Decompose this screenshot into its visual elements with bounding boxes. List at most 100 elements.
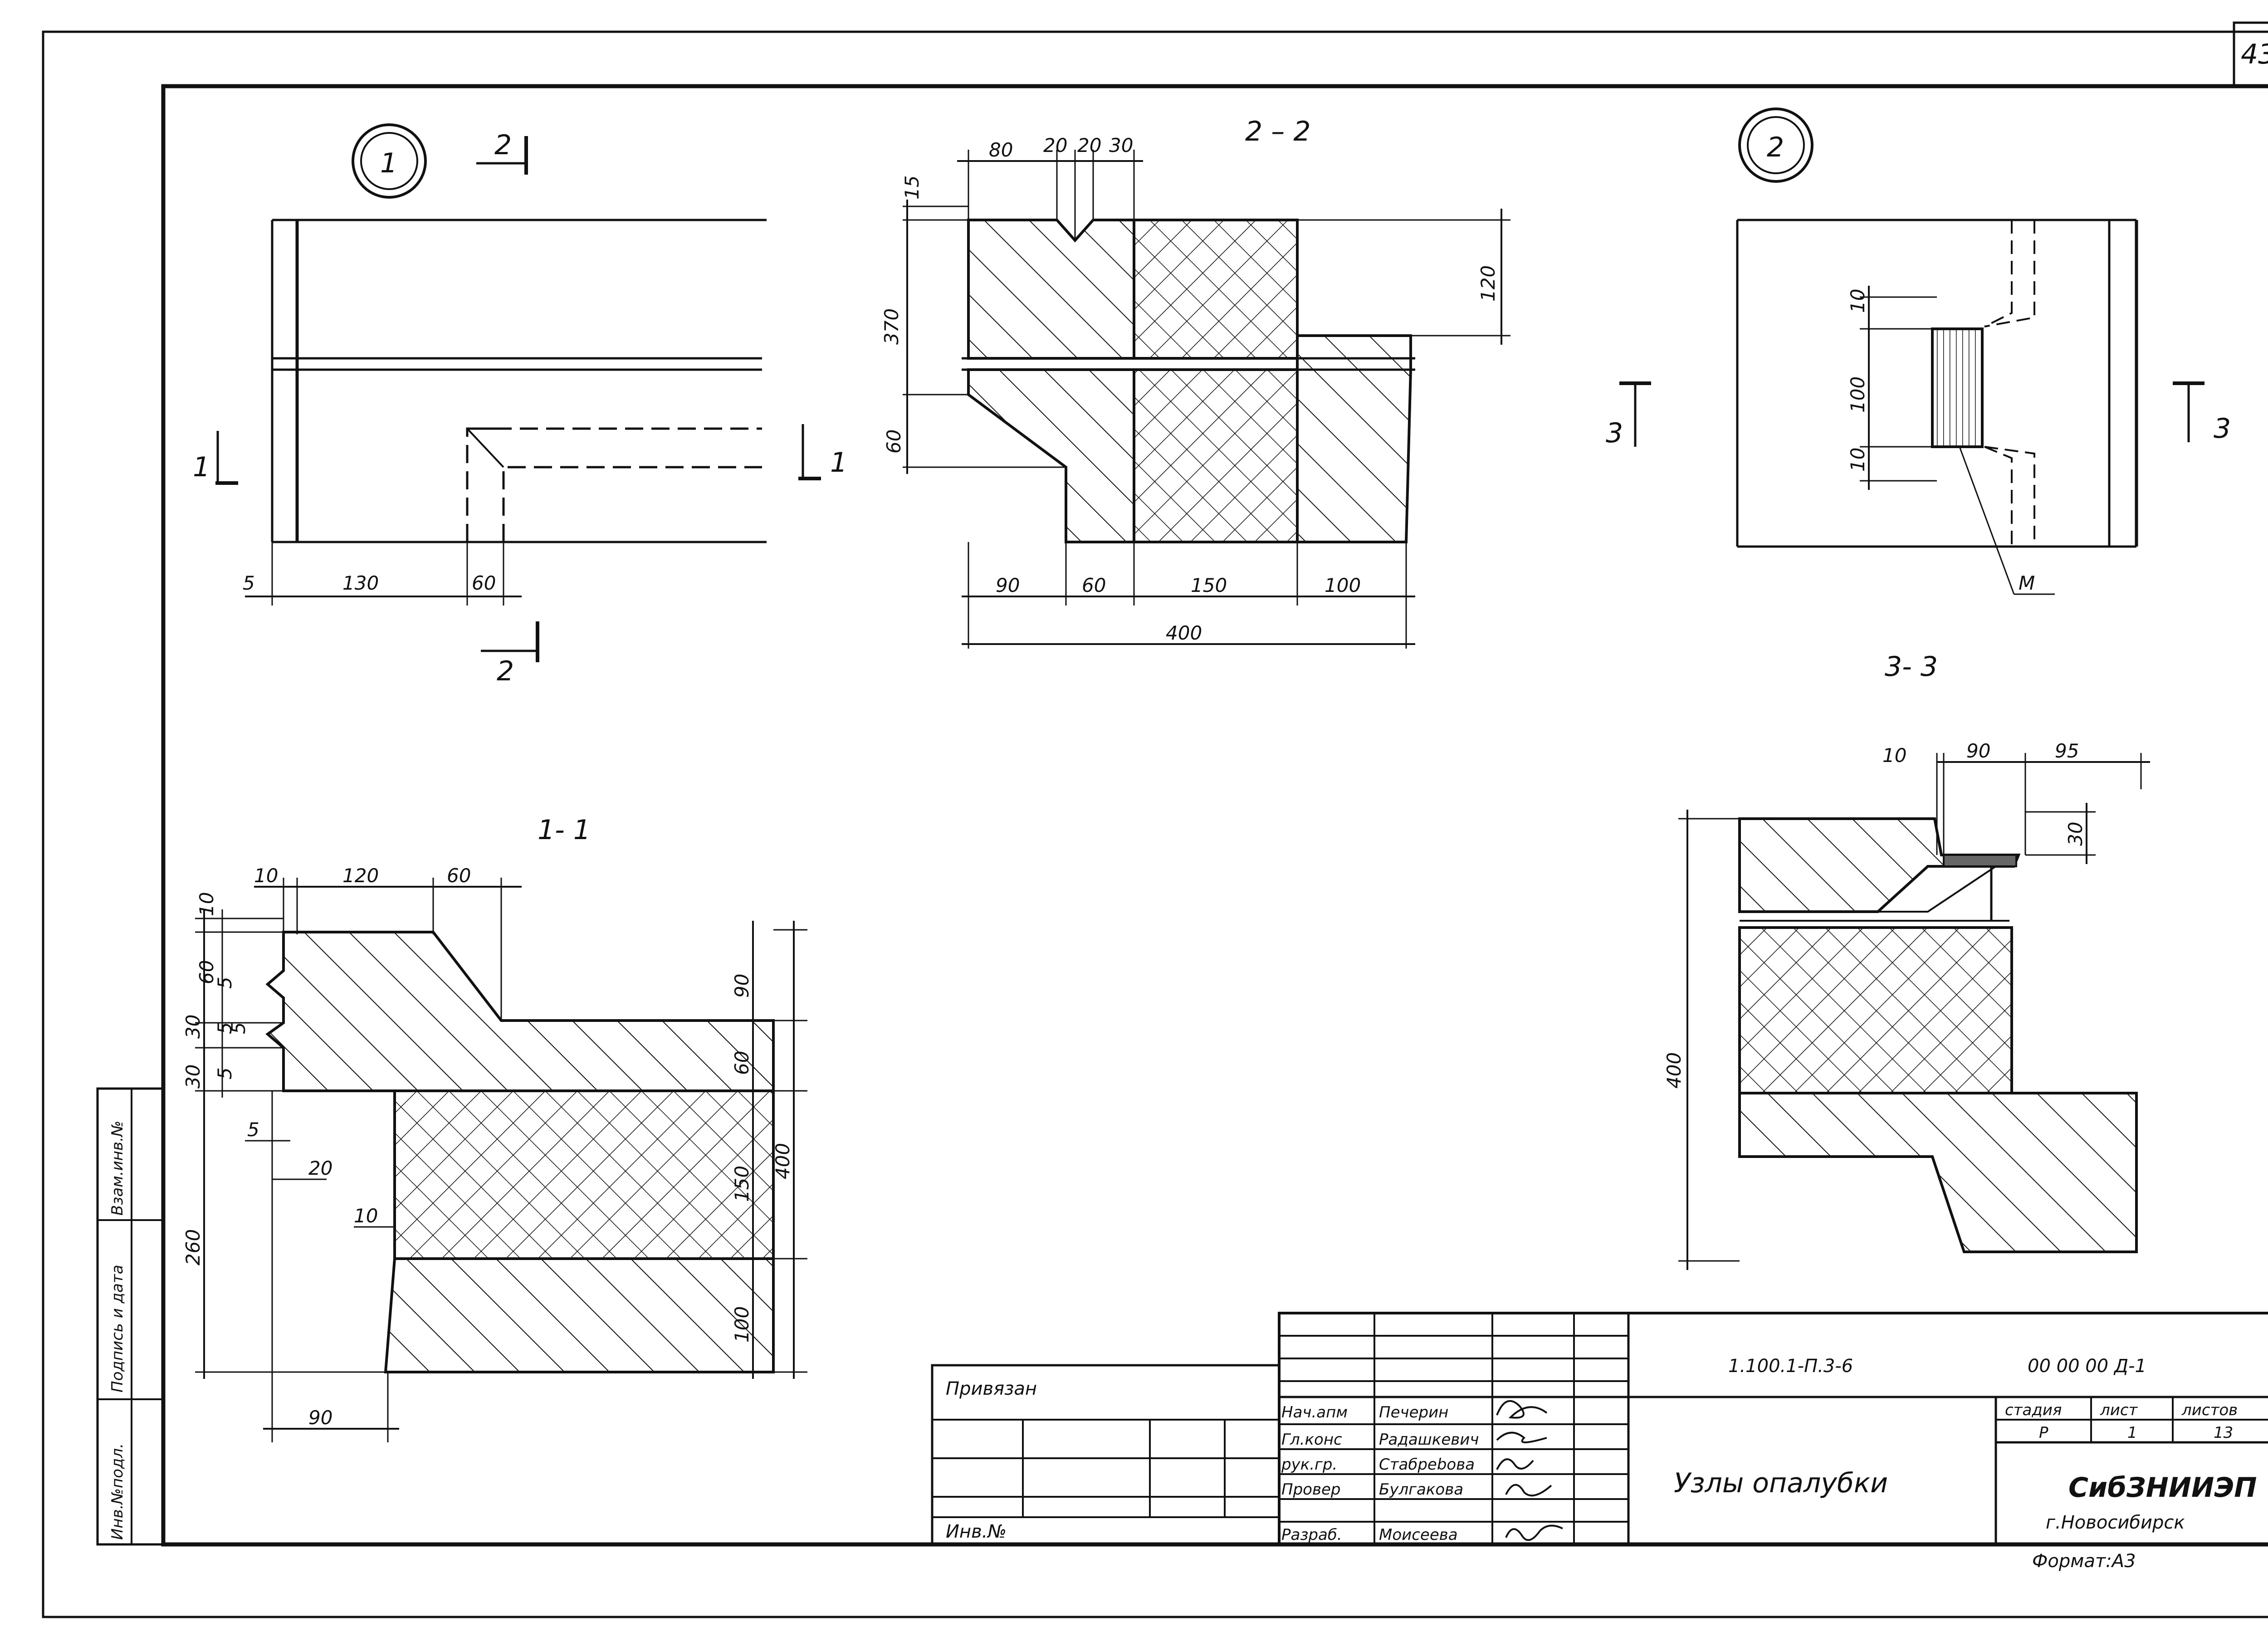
section-1-1-title: 1- 1 — [538, 814, 591, 846]
tb-signature-3 — [1496, 1458, 1534, 1470]
tb-name-1: Печерин — [1379, 1403, 1448, 1421]
cut-2-top-label: 2 — [494, 129, 512, 161]
section-3-3-plate — [1943, 854, 2017, 867]
tb-role-1: Нач.апм — [1281, 1403, 1348, 1421]
node-1-view: 1 2 1 1 5 130 60 2 — [193, 123, 847, 687]
tb-signature-2 — [1496, 1431, 1547, 1443]
tb-sheets-value: 13 — [2214, 1424, 2233, 1442]
tb-name-2: Радашкевич — [1379, 1431, 1479, 1449]
section-2-2-dim-60b: 60 — [1082, 574, 1106, 596]
node-1-dim-5: 5 — [243, 572, 255, 594]
node-2-marker-inner — [1747, 116, 1805, 174]
section-2-2-concrete-right — [1296, 334, 1412, 543]
section-1-1: 1- 1 10 120 60 10 60 5 30 5 5 30 5 260 — [182, 814, 807, 1442]
section-1-1-concrete-bottom — [384, 1257, 775, 1373]
section-1-1-dim-inner-20: 20 — [308, 1157, 332, 1179]
section-1-1-dim-right-150: 150 — [731, 1166, 753, 1202]
node-2-dim-10a: 10 — [1847, 289, 1869, 313]
section-2-2-insulation-top — [1133, 219, 1299, 360]
section-2-2-dim-30: 30 — [1109, 134, 1133, 156]
cut-1-right-label: 1 — [830, 447, 847, 479]
section-2-2-dim-90: 90 — [996, 574, 1020, 596]
section-3-3-dim-90: 90 — [1966, 740, 1990, 762]
tb-org-name: СибЗНИИЭП — [2068, 1472, 2257, 1504]
section-2-2-dim-60: 60 — [883, 430, 905, 454]
section-3-3-insulation — [1738, 926, 2013, 1094]
tb-drawing-name: Узлы опалубки — [1674, 1467, 1888, 1499]
tb-doc-number: 00 00 00 Д-1 — [2028, 1356, 2146, 1377]
node-2-sealant — [1931, 327, 1984, 448]
tb-role-3: рук.гр. — [1281, 1456, 1337, 1474]
outer-frame — [42, 30, 2268, 1618]
section-3-3: 3- 3 10 90 95 30 400 — [1663, 651, 2150, 1270]
section-1-1-dim-left-30a: 30 — [182, 1015, 204, 1039]
node-2-dim-10b: 10 — [1847, 448, 1869, 472]
section-1-1-dim-260: 260 — [182, 1229, 204, 1265]
section-1-1-dim-bottom-90: 90 — [308, 1407, 332, 1429]
cut-1-left-label: 1 — [193, 451, 210, 483]
section-2-2-dim-20a: 20 — [1043, 134, 1067, 156]
section-1-1-dim-right-90: 90 — [731, 974, 753, 998]
node-1-dim-130: 130 — [342, 572, 379, 594]
section-1-1-dim-left-5c: 5 — [227, 1022, 249, 1034]
tb-stage-value: Р — [2039, 1424, 2048, 1442]
node-2-dim-100: 100 — [1847, 376, 1869, 413]
cut-3-left-label: 3 — [1606, 417, 1623, 449]
section-2-2-dim-100: 100 — [1325, 574, 1361, 596]
side-stamp-inv: Инв.№подл. — [108, 1443, 127, 1540]
sheet-number-box — [2233, 21, 2268, 88]
cut-3-right-label: 3 — [2214, 413, 2231, 444]
tb-role-2: Гл.конс — [1281, 1431, 1342, 1449]
section-3-3-dim-30: 30 — [2064, 822, 2087, 846]
tb-signature-5 — [1505, 1524, 1563, 1541]
section-2-2-dim-120: 120 — [1477, 265, 1499, 302]
section-3-3-concrete-bottom — [1738, 1092, 2138, 1253]
section-2-2: 2 – 2 80 20 20 30 15 370 60 120 — [880, 116, 1510, 649]
tb-sheet-header: лист — [2100, 1401, 2138, 1419]
section-1-1-dim-120: 120 — [342, 865, 379, 887]
node-1-marker-inner — [360, 132, 418, 190]
tb-stage-header: стадия — [2005, 1401, 2062, 1419]
tb-role-5: Разраб. — [1281, 1526, 1342, 1544]
node-2-marker-outer — [1738, 107, 1813, 183]
section-1-1-concrete-top — [265, 931, 775, 1092]
tb-signature-1 — [1496, 1400, 1548, 1419]
title-block-inv-no: Инв.№ — [946, 1521, 1007, 1542]
title-block: Привязан Инв.№ Нач.апм Печерин Гл.конс Р… — [931, 1312, 2268, 1572]
tb-sheets-header: листов — [2181, 1401, 2238, 1419]
tb-name-5: Моисеева — [1379, 1526, 1458, 1544]
section-1-1-insulation — [393, 1089, 775, 1260]
side-stamp-replace: Взам.инв.№ — [108, 1121, 127, 1216]
node-1-dim-60: 60 — [472, 572, 496, 594]
tb-sheet-value: 1 — [2127, 1424, 2137, 1442]
tb-role-4: Провер — [1281, 1480, 1341, 1499]
section-1-1-dim-left-60: 60 — [196, 960, 218, 984]
node-1-marker-outer — [352, 123, 427, 199]
section-1-1-dim-400: 400 — [772, 1143, 794, 1179]
section-2-2-insulation-bottom — [1133, 368, 1299, 543]
cut-2-bottom-label: 2 — [497, 655, 514, 687]
node-2-leader-M: М — [2019, 572, 2035, 594]
section-3-3-dim-95: 95 — [2055, 740, 2079, 762]
tb-name-4: Булгакова — [1379, 1480, 1463, 1499]
section-2-2-concrete-left-top — [967, 219, 1135, 360]
section-1-1-dim-10: 10 — [254, 865, 278, 887]
section-3-3-title: 3- 3 — [1885, 651, 1938, 683]
section-1-1-dim-right-60: 60 — [731, 1051, 753, 1075]
tb-signature-4 — [1505, 1484, 1552, 1497]
section-2-2-dim-370: 370 — [880, 308, 903, 345]
section-2-2-title: 2 – 2 — [1245, 116, 1311, 147]
section-2-2-dim-400: 400 — [1166, 622, 1202, 644]
node-2-view: 2 10 100 10 3 3 М — [1606, 107, 2231, 595]
section-1-1-dim-left-5a: 5 — [214, 977, 236, 989]
section-2-2-dim-15: 15 — [901, 176, 923, 200]
title-block-privyazan: Привязан — [946, 1378, 1037, 1399]
tb-doc-code: 1.100.1-П.3-6 — [1728, 1356, 1853, 1377]
section-1-1-dim-left-10: 10 — [196, 892, 218, 916]
section-2-2-concrete-left-bottom — [967, 368, 1135, 543]
node-2-label: 2 — [1767, 132, 1784, 163]
tb-org-city: г.Новосибирск — [2046, 1512, 2185, 1533]
sheet-number: 43 — [2241, 39, 2268, 70]
section-1-1-dim-left-30b: 30 — [182, 1065, 204, 1089]
